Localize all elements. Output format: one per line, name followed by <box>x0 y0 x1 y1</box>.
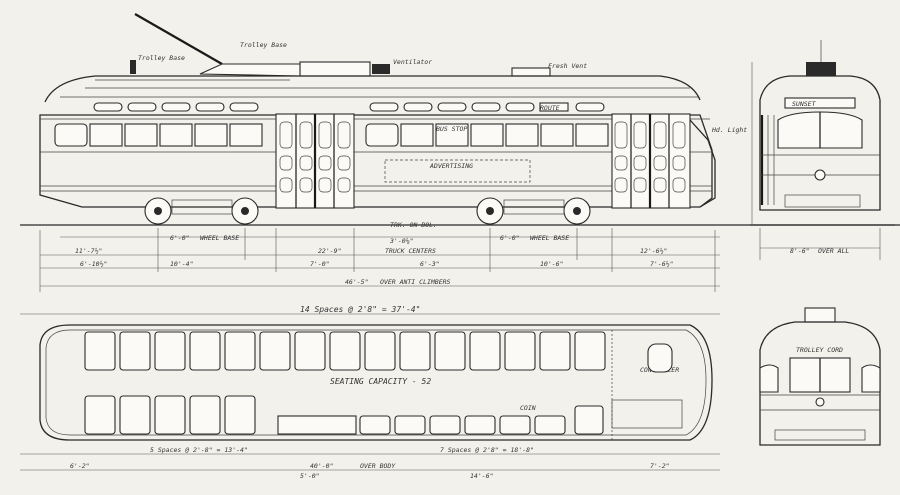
end-width: 8'-6" <box>790 247 810 255</box>
rear-end-view: TROLLEY CORD <box>759 307 881 446</box>
row3-d: 6'-3" <box>420 260 440 268</box>
rooftop-vent <box>511 67 551 77</box>
seat-row-top <box>84 331 606 371</box>
row3-f: 7'-6½" <box>650 260 673 268</box>
side-windows-right <box>365 123 609 147</box>
clerestory-windows <box>93 102 605 112</box>
row3-a: 6'-10½" <box>80 260 107 268</box>
trolley-base-post <box>130 60 136 74</box>
over-body: 40'-0" <box>310 462 333 470</box>
mid-a-dim: 5'-0" <box>300 472 320 480</box>
side-windows-left <box>54 123 263 147</box>
right-end-dim: 7'-2" <box>650 462 670 470</box>
fresh-vent-label: Fresh Vent <box>548 62 587 70</box>
trolley-base-top-label: Trolley Base <box>240 41 287 49</box>
row2-c: 12'-6½" <box>640 247 667 255</box>
roof-outline <box>44 75 701 103</box>
overall-length: 46'-5" <box>345 278 368 286</box>
headlight-label: Hd. Light <box>711 126 747 134</box>
truck-centers-top: TRK. ON BOL. <box>390 221 437 229</box>
row2-a: 11'-7½" <box>75 247 102 255</box>
row3-e: 10'-6" <box>540 260 563 268</box>
front-doors <box>611 113 691 209</box>
center-doors <box>275 113 355 209</box>
seat-row-bottom <box>84 395 604 435</box>
row3-c: 7'-0" <box>310 260 330 268</box>
bus-stop-label: BUS STOP <box>436 125 467 133</box>
plan-view: 14 Spaces @ 2'8" = 37'-4" 5 Spaces @ 2'-… <box>20 305 720 480</box>
car-body <box>39 114 713 208</box>
door-width: 3'-0⅛" <box>389 236 413 245</box>
roof-hatch <box>299 61 371 77</box>
wheel-base-left: 6'-0" <box>170 234 190 242</box>
mid-b-dim: 14'-6" <box>470 472 493 480</box>
side-elevation: Trolley Base Trolley Base Ventilator Fre… <box>20 13 900 226</box>
end-width-label: OVER ALL <box>818 247 849 255</box>
row2-b-label: TRUCK CENTERS <box>385 247 436 255</box>
seating-capacity: SEATING CAPACITY - 52 <box>330 377 431 386</box>
front-end-elevation: SUNSET 8'-6" OVER ALL <box>750 40 895 260</box>
spacing-bottom-right: 7 Spaces @ 2'8" = 18'-8" <box>440 446 534 454</box>
roof-vent-label: Ventilator <box>393 58 432 66</box>
wheel-base-left-label: WHEEL BASE <box>200 234 239 242</box>
advertising-label: ADVERTISING <box>429 162 473 170</box>
trolley-base-label: Trolley Base <box>138 54 185 62</box>
spacing-bottom-left: 5 Spaces @ 2'-8" = 13'-4" <box>150 446 248 454</box>
rear-truck <box>144 197 259 225</box>
row3-b: 10'-4" <box>170 260 193 268</box>
roof-vent-dark <box>372 64 390 74</box>
plan-outline <box>39 324 713 441</box>
side-dimensions: 6'-0" WHEEL BASE 6'-0" WHEEL BASE TRK. O… <box>39 221 720 292</box>
spacing-top: 14 Spaces @ 2'8" = 37'-4" <box>300 305 420 314</box>
coin-label: COIN <box>520 404 536 412</box>
overall-length-label: OVER ANTI CLIMBERS <box>380 278 451 286</box>
over-body-label: OVER BODY <box>360 462 396 470</box>
wheel-base-right-label: WHEEL BASE <box>530 234 569 242</box>
trolley-pole <box>134 13 223 65</box>
rear-trolley-cord-label: TROLLEY CORD <box>796 346 843 354</box>
end-route-text: SUNSET <box>792 100 817 108</box>
left-end-dim: 6'-2" <box>70 462 90 470</box>
front-truck <box>476 197 591 225</box>
wheel-base-right: 6'-0" <box>500 234 520 242</box>
row2-b: 22'-9" <box>318 247 341 255</box>
route-sign-label: ROUTE <box>540 104 560 112</box>
